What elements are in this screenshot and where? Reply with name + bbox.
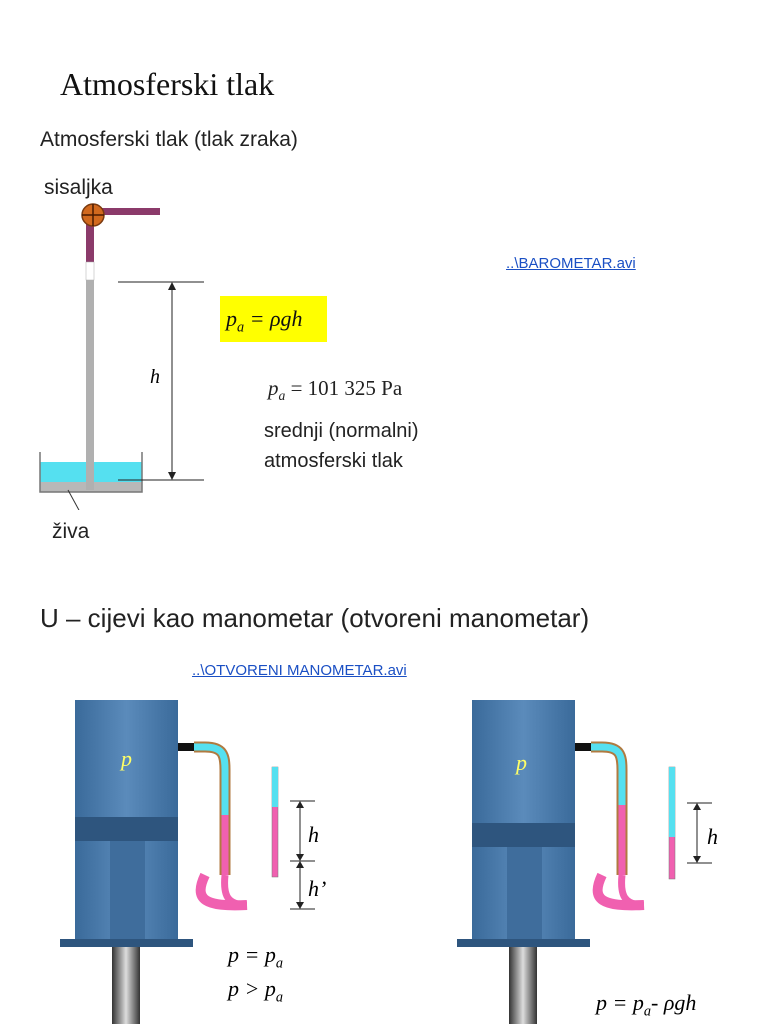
vessel-base [457, 939, 590, 947]
barometer-video-link[interactable]: ..\BAROMETAR.avi [506, 255, 636, 272]
h-prime-label-left: h’ [308, 876, 327, 901]
manometer-heading: U – cijevi kao manometar (otvoreni manom… [40, 603, 590, 633]
mercury-label: živa [52, 520, 90, 543]
vessel-rod [509, 947, 537, 1024]
standard-desc-line1: srednji (normalni) [264, 420, 419, 442]
vessel-piston [472, 823, 575, 847]
vessel-pressure-label-right: p [516, 750, 527, 775]
vessel-pressure-label-left: p [121, 746, 132, 771]
equation-equal: p = pa [228, 942, 284, 972]
barometer-diagram [39, 203, 204, 510]
barometer-formula: pa = ρgh [226, 306, 303, 336]
tube-upper [86, 218, 94, 262]
manometer-right-diagram [457, 700, 712, 1024]
pump-pipe [96, 208, 160, 215]
standard-pressure-value: pa = 101 325 Pa [268, 376, 403, 404]
formula-highlight [220, 296, 327, 342]
height-label: h [150, 366, 160, 388]
page-title: Atmosferski tlak [60, 66, 275, 102]
vessel-piston [75, 817, 178, 841]
manometer-left-diagram [60, 700, 315, 1024]
h-label-right: h [707, 824, 718, 849]
subtitle: Atmosferski tlak (tlak zraka) [40, 128, 298, 151]
manometer-video-link[interactable]: ..\OTVORENI MANOMETAR.avi [192, 662, 407, 679]
equation-less: p = pa- ρgh [596, 990, 697, 1020]
standard-desc-line2: atmosferski tlak [264, 450, 403, 472]
barometer-tube [86, 280, 94, 488]
vessel-base [60, 939, 193, 947]
pump-label: sisaljka [44, 176, 113, 199]
h-label-left: h [308, 822, 319, 847]
equation-greater: p > pa [228, 976, 284, 1006]
vessel-rod [112, 947, 140, 1024]
